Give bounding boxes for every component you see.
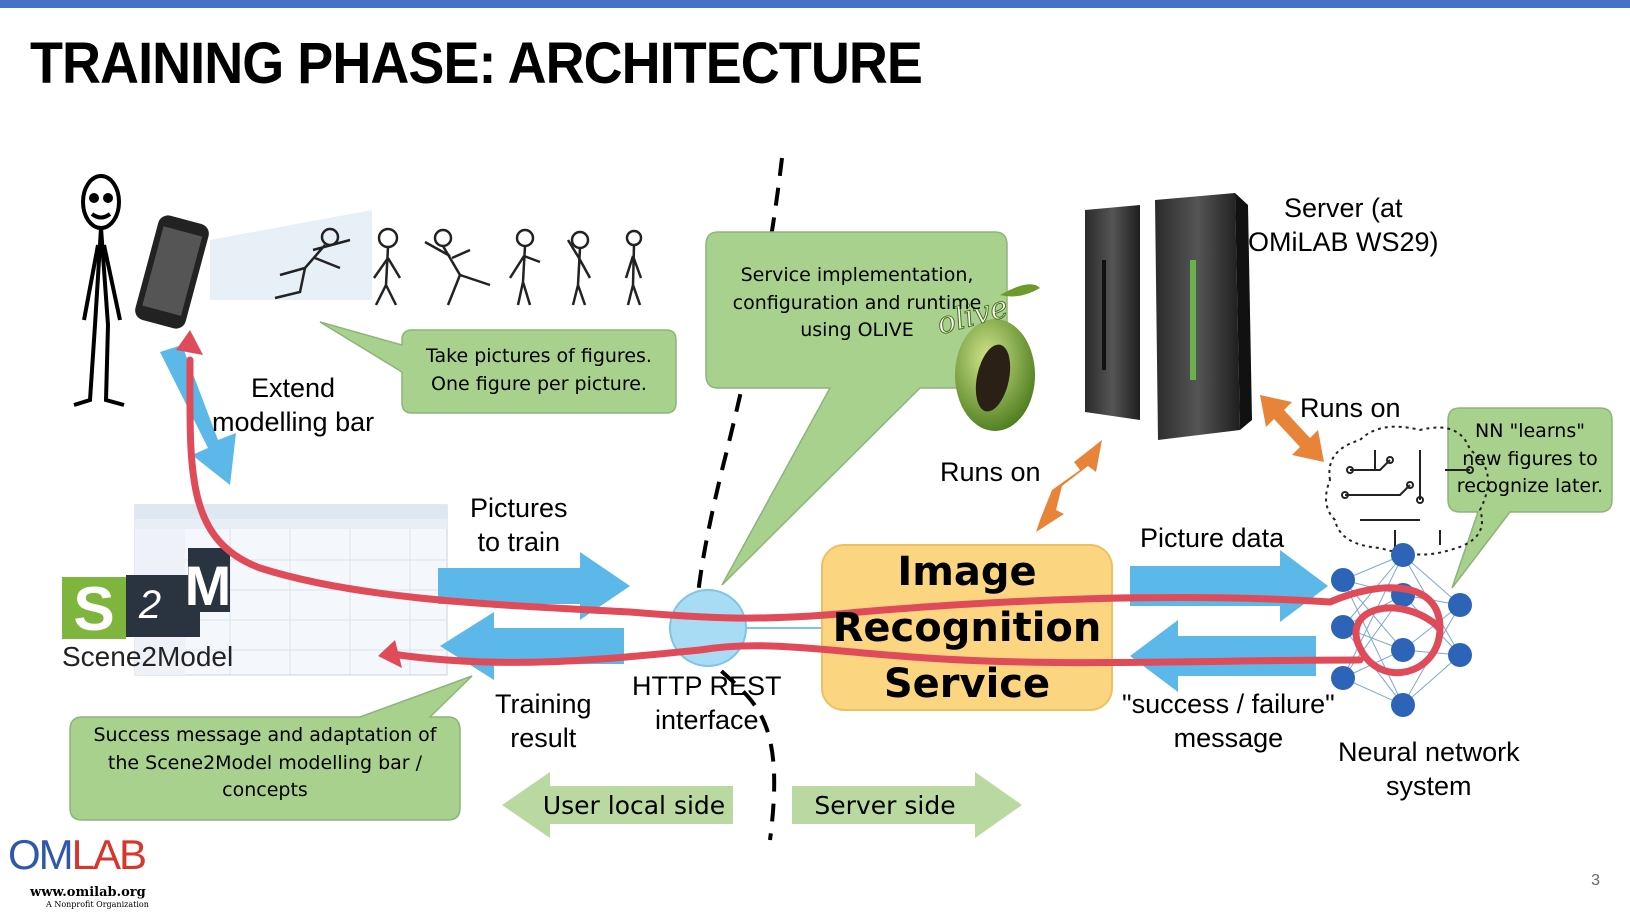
picture-data-arrow — [1130, 550, 1328, 622]
loop-arrowhead-left — [378, 640, 402, 668]
omilab-tagline: A Nonprofit Organization — [46, 900, 149, 909]
sample-figures — [274, 227, 643, 306]
server-image — [1085, 193, 1252, 440]
smartphone-image — [135, 215, 209, 329]
server-side-label: Server side — [814, 791, 956, 820]
camera-beam — [210, 210, 372, 300]
svg-text:2: 2 — [138, 583, 161, 627]
omilab-logo-lab: LAB — [71, 831, 147, 878]
omilab-website[interactable]: www.omilab.org — [30, 885, 146, 900]
scene2model-logo: S 2 M Scene2Model — [62, 548, 233, 672]
svg-text:M: M — [185, 554, 232, 617]
success-failure-arrow — [1130, 620, 1316, 692]
runs-on-right-label: Runs on — [1300, 393, 1401, 423]
user-local-side-label: User local side — [542, 791, 726, 820]
service-impl-callout-text: Service implementation,configuration and… — [732, 264, 982, 342]
extend-bar-arrow — [160, 345, 236, 485]
nn-learns-callout-shape — [1447, 407, 1613, 589]
omilab-logo[interactable]: OMLAB www.omilab.org A Nonprofit Organiz… — [8, 834, 149, 910]
runs-on-arrow-server — [1260, 395, 1324, 462]
slide-title: TRAINING PHASE: ARCHITECTURE — [30, 31, 923, 96]
service-impl-callout-shape — [705, 231, 1008, 586]
take-pictures-callout-text: Take pictures of figures.One figure per … — [426, 345, 652, 395]
success-callout-shape — [69, 675, 473, 821]
success-failure-label: "success / failure"message — [1122, 689, 1335, 753]
neural-network-nodes — [1331, 543, 1472, 717]
user-local-side-arrow — [502, 772, 733, 838]
runs-on-left-label: Runs on — [940, 457, 1041, 487]
svg-text:S: S — [73, 575, 114, 644]
image-recognition-box — [821, 544, 1113, 711]
server-side-arrow — [792, 772, 1022, 838]
training-result-arrow — [440, 612, 624, 680]
top-accent-bar — [0, 0, 1630, 8]
take-pictures-callout-shape — [319, 321, 677, 414]
brain-circuit-icon — [1325, 425, 1489, 556]
person-figure — [73, 174, 125, 407]
picture-data-label: Picture data — [1140, 523, 1285, 553]
runs-on-arrow-olive — [1036, 440, 1102, 532]
loop-arrowhead-up — [176, 330, 203, 355]
page-number: 3 — [1591, 872, 1600, 889]
training-loop-line — [186, 356, 1444, 677]
omilab-logo-om: OM — [8, 831, 74, 878]
runs-on-arrows — [1036, 395, 1324, 532]
scene2model-logo-text: Scene2Model — [62, 641, 233, 672]
